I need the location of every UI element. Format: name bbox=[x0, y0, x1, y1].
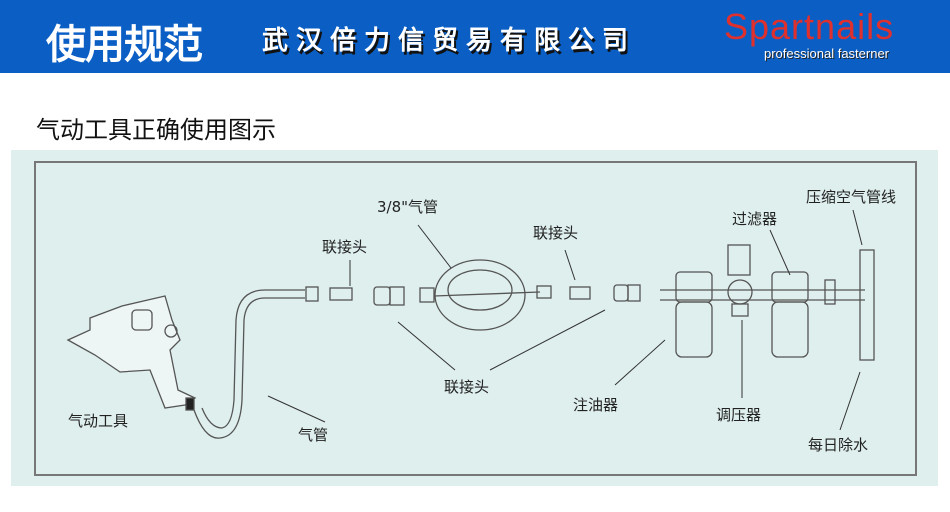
page-title: 使用规范 bbox=[46, 22, 203, 68]
label-compressed-air-line: 压缩空气管线 bbox=[806, 188, 897, 206]
header-banner: 使用规范 武汉倍力信贸易有限公司 Spartnails professional… bbox=[0, 0, 950, 73]
label-lubricator: 注油器 bbox=[573, 396, 619, 414]
label-regulator: 调压器 bbox=[716, 406, 762, 424]
company-name: 武汉倍力信贸易有限公司 bbox=[262, 26, 637, 56]
label-air-hose: 气管 bbox=[298, 426, 329, 444]
air-hose bbox=[193, 289, 305, 439]
brand-logo: Spartnails bbox=[724, 6, 895, 47]
air-tool-illustration bbox=[66, 295, 197, 411]
brand-tagline: professional fasterner bbox=[764, 46, 890, 61]
leader-arrows bbox=[267, 209, 863, 431]
label-coupler-left: 联接头 bbox=[322, 238, 368, 256]
label-drain-daily: 每日除水 bbox=[808, 436, 869, 454]
label-air-tool: 气动工具 bbox=[68, 412, 129, 430]
section-title: 气动工具正确使用图示 bbox=[36, 116, 276, 144]
label-couplers-bottom: 联接头 bbox=[444, 378, 490, 396]
diagram-frame bbox=[34, 161, 917, 476]
frl-unit bbox=[660, 244, 875, 361]
label-hose-3-8: 3/8"气管 bbox=[377, 198, 439, 216]
hose-coil bbox=[433, 259, 541, 331]
label-filter: 过滤器 bbox=[732, 210, 778, 228]
label-coupler-right: 联接头 bbox=[533, 224, 579, 242]
